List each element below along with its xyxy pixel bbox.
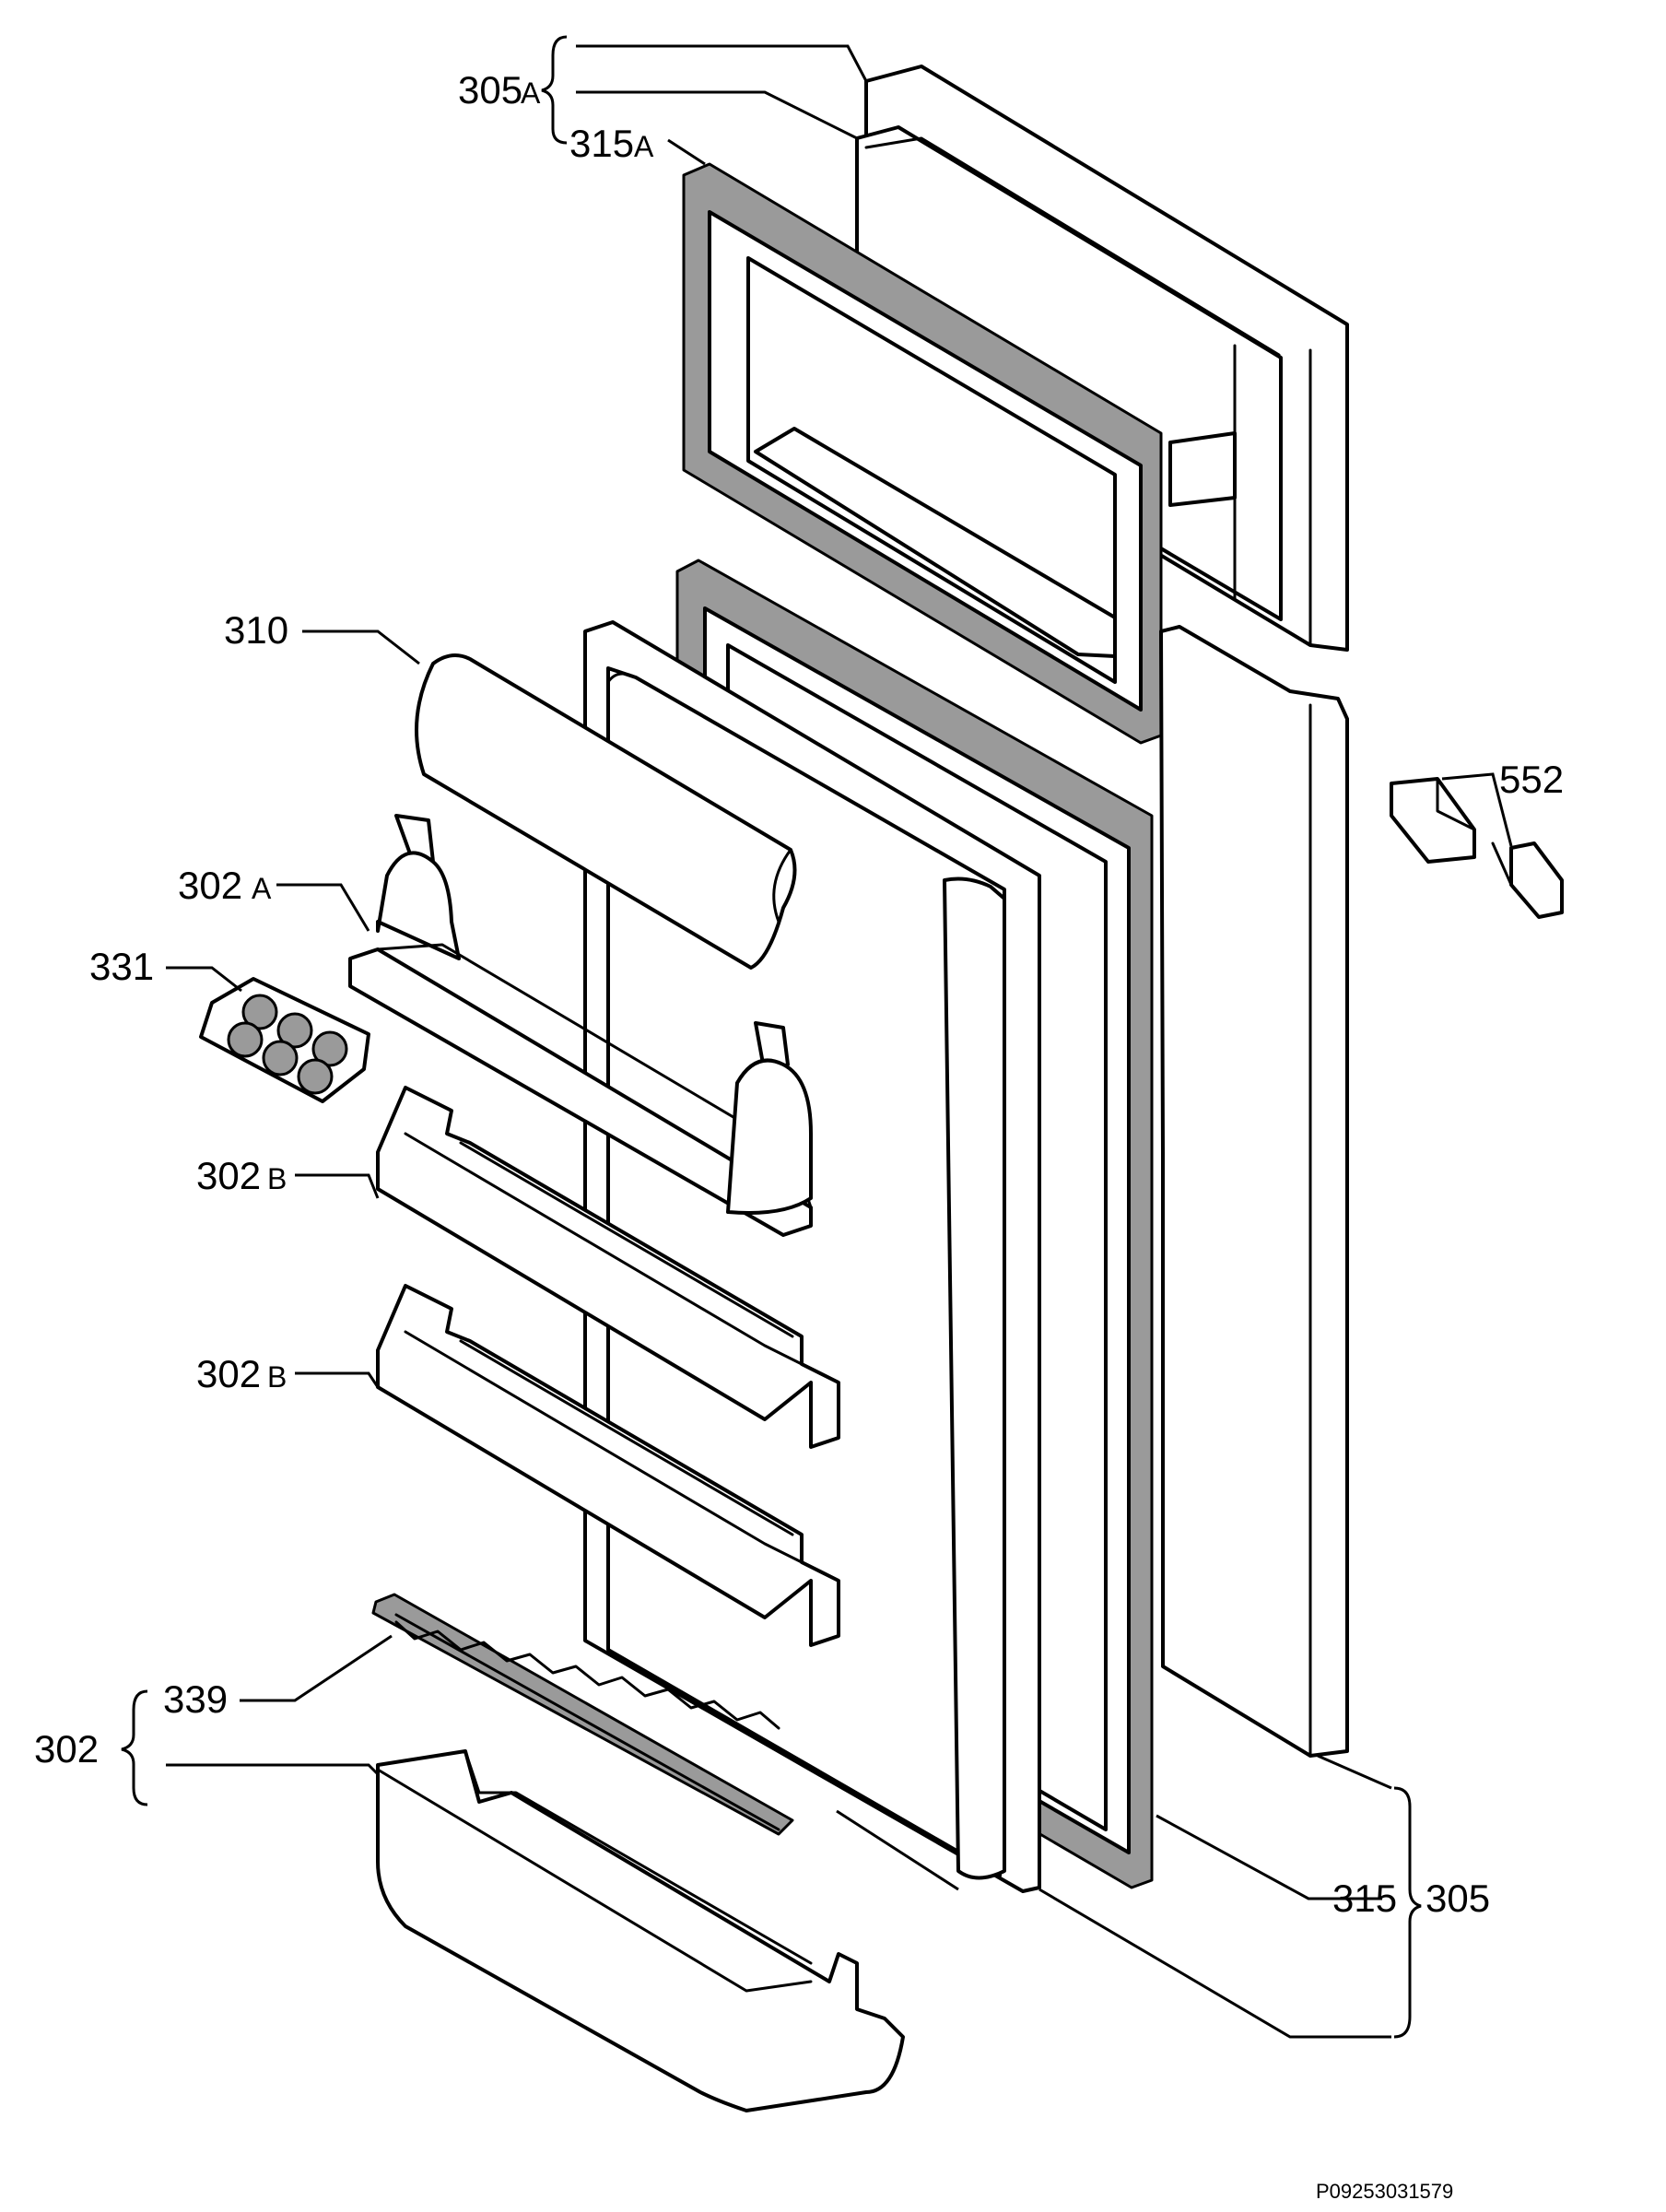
label-302b-upper: 302 xyxy=(196,1154,261,1197)
egg-strip xyxy=(371,1593,794,1836)
label-302b-lower-suffix: B xyxy=(267,1360,287,1394)
egg-tray xyxy=(199,977,370,1103)
label-302b-lower: 302 xyxy=(196,1352,261,1395)
label-305: 305 xyxy=(1425,1877,1490,1920)
label-305a: 305 xyxy=(458,68,522,112)
dairy-compartment-lid xyxy=(415,653,797,970)
label-315a-suffix: A xyxy=(634,130,654,163)
door-shelf-302b-upper xyxy=(376,1086,840,1449)
label-302: 302 xyxy=(34,1727,99,1771)
label-310: 310 xyxy=(224,608,288,652)
diagram-reference-code: P09253031579 xyxy=(1316,2180,1453,2203)
label-305a-suffix: A xyxy=(521,76,541,110)
label-331: 331 xyxy=(89,945,154,988)
label-302b-upper-suffix: B xyxy=(267,1162,287,1195)
door-shelf-302a xyxy=(348,814,813,1237)
label-552: 552 xyxy=(1499,758,1564,801)
hinge-brackets xyxy=(1390,777,1564,919)
bottom-bottle-shelf xyxy=(376,1749,905,2112)
part-labels: 305 A 315 A 310 302 A 331 302 B 302 B 33… xyxy=(34,68,1564,1920)
label-302a: 302 xyxy=(178,864,242,907)
door-shelf-302b-lower xyxy=(376,1284,840,1647)
label-302a-suffix: A xyxy=(252,872,272,905)
label-339: 339 xyxy=(163,1677,228,1721)
fridge-door-panel xyxy=(1159,625,1349,1758)
label-315a: 315 xyxy=(569,122,634,165)
leader-lines xyxy=(121,35,1513,2039)
freezer-door-panel xyxy=(855,65,1349,652)
label-315: 315 xyxy=(1332,1877,1397,1920)
